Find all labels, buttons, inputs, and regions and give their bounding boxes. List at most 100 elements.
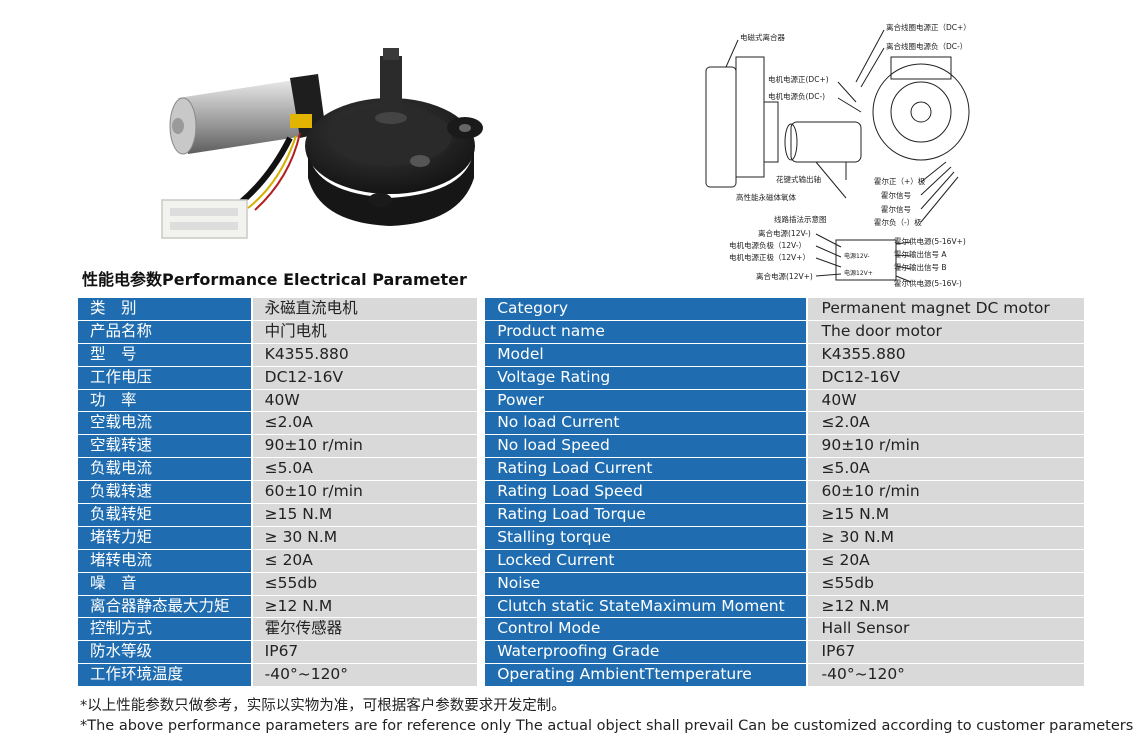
diagram-label: 霍尔正（+）极	[874, 176, 926, 186]
param-name-en: Power	[485, 389, 806, 412]
param-value-cn: 霍尔传感器	[252, 618, 478, 641]
param-name-cn: 型 号	[78, 343, 251, 366]
param-value-cn: K4355.880	[252, 343, 478, 366]
wiring-right-label: 霍尔输出信号 B	[894, 262, 947, 272]
param-name-cn: 控制方式	[78, 618, 251, 641]
column-gap	[477, 481, 485, 504]
column-gap	[477, 435, 485, 458]
column-gap	[477, 504, 485, 527]
param-value-en: Permanent magnet DC motor	[807, 298, 1084, 320]
param-value-en: 90±10 r/min	[807, 435, 1084, 458]
param-value-en: -40°~120°	[807, 664, 1084, 687]
param-name-en: Model	[485, 343, 806, 366]
param-name-cn: 负载电流	[78, 458, 251, 481]
param-value-cn: -40°~120°	[252, 664, 478, 687]
param-name-cn: 产品名称	[78, 320, 251, 343]
param-name-cn: 负载转速	[78, 481, 251, 504]
param-name-en: Rating Load Speed	[485, 481, 806, 504]
column-gap	[477, 618, 485, 641]
wiring-left-label: 电机电源负极（12V-）	[729, 240, 806, 250]
param-name-cn: 离合器静态最大力矩	[78, 595, 251, 618]
param-name-cn: 负载转矩	[78, 504, 251, 526]
param-name-en: No load Current	[485, 412, 806, 435]
param-value-cn: 中门电机	[252, 320, 478, 343]
column-gap	[477, 664, 485, 687]
param-value-en: ≤ 20A	[807, 549, 1084, 572]
param-name-cn: 噪 音	[78, 572, 251, 595]
wiring-right-label: 霍尔供电源(5-16V-)	[894, 278, 962, 288]
param-value-cn: ≤5.0A	[252, 458, 478, 481]
param-name-cn: 堵转力矩	[78, 526, 251, 549]
param-value-en: Hall Sensor	[807, 618, 1084, 641]
wiring-left-label: 电机电源正极（12V+）	[729, 252, 810, 262]
param-value-en: ≤2.0A	[807, 412, 1084, 435]
param-name-en: Voltage Rating	[485, 366, 806, 389]
param-value-en: DC12-16V	[807, 366, 1084, 389]
column-gap	[477, 390, 485, 413]
table-row: 工作环境温度-40°~120°Operating AmbientTtempera…	[78, 664, 1084, 687]
diagram-label: 离合线圈电源正（DC+）	[886, 22, 971, 32]
connector-text: 电源12V+	[844, 269, 873, 277]
column-gap	[477, 527, 485, 550]
wiring-left-label: 离合电源(12V+)	[756, 271, 813, 281]
param-name-en: Rating Load Current	[485, 458, 806, 481]
column-gap	[477, 412, 485, 435]
param-value-cn: 90±10 r/min	[252, 435, 478, 458]
param-name-cn: 空载转速	[78, 435, 251, 458]
param-value-en: ≤5.0A	[807, 458, 1084, 481]
param-name-cn: 工作环境温度	[78, 664, 251, 687]
param-value-cn: ≥12 N.M	[252, 595, 478, 618]
diagram-label: 霍尔负（-）极	[874, 217, 922, 227]
param-value-en: ≤55db	[807, 572, 1084, 595]
diagram-label: 花键式输出轴	[776, 174, 821, 184]
column-gap	[477, 596, 485, 619]
param-value-cn: ≤55db	[252, 572, 478, 595]
diagram-label: 离合线圈电源负（DC-）	[886, 41, 967, 51]
param-value-cn: ≤ 20A	[252, 549, 478, 572]
param-value-en: IP67	[807, 641, 1084, 664]
column-gap	[477, 367, 485, 390]
param-value-cn: 永磁直流电机	[252, 298, 478, 320]
param-value-en: ≥15 N.M	[807, 504, 1084, 526]
note-cn: *以上性能参数只做参考，实际以实物为准，可根据客户参数要求开发定制。	[80, 698, 566, 714]
param-name-en: Clutch static StateMaximum Moment	[485, 595, 806, 618]
diagram-label: 霍尔信号	[881, 204, 911, 214]
diagram-label: 霍尔信号	[881, 190, 911, 200]
param-name-cn: 堵转电流	[78, 549, 251, 572]
column-gap	[477, 298, 485, 321]
wiring-left-label: 离合电源(12V-)	[758, 228, 811, 238]
param-value-en: K4355.880	[807, 343, 1084, 366]
param-name-en: Stalling torque	[485, 526, 806, 549]
diagram-label: 电机电源负(DC-)	[768, 91, 825, 101]
column-gap	[477, 573, 485, 596]
param-name-cn: 空载电流	[78, 412, 251, 435]
param-name-cn: 防水等级	[78, 641, 251, 664]
param-name-en: Control Mode	[485, 618, 806, 641]
param-value-en: ≥12 N.M	[807, 595, 1084, 618]
wiring-right-label: 霍尔输出信号 A	[894, 249, 947, 259]
param-value-cn: 60±10 r/min	[252, 481, 478, 504]
section-title: 性能电参数Performance Electrical Parameter	[82, 270, 467, 289]
param-name-cn: 类 别	[78, 298, 251, 320]
param-name-en: Locked Current	[485, 549, 806, 572]
param-value-cn: 40W	[252, 389, 478, 412]
wiring-title: 线路插法示意图	[774, 214, 827, 224]
param-value-en: The door motor	[807, 320, 1084, 343]
param-value-cn: DC12-16V	[252, 366, 478, 389]
diagram-label: 电磁式离合器	[740, 32, 785, 42]
param-name-en: Product name	[485, 320, 806, 343]
column-gap	[477, 458, 485, 481]
